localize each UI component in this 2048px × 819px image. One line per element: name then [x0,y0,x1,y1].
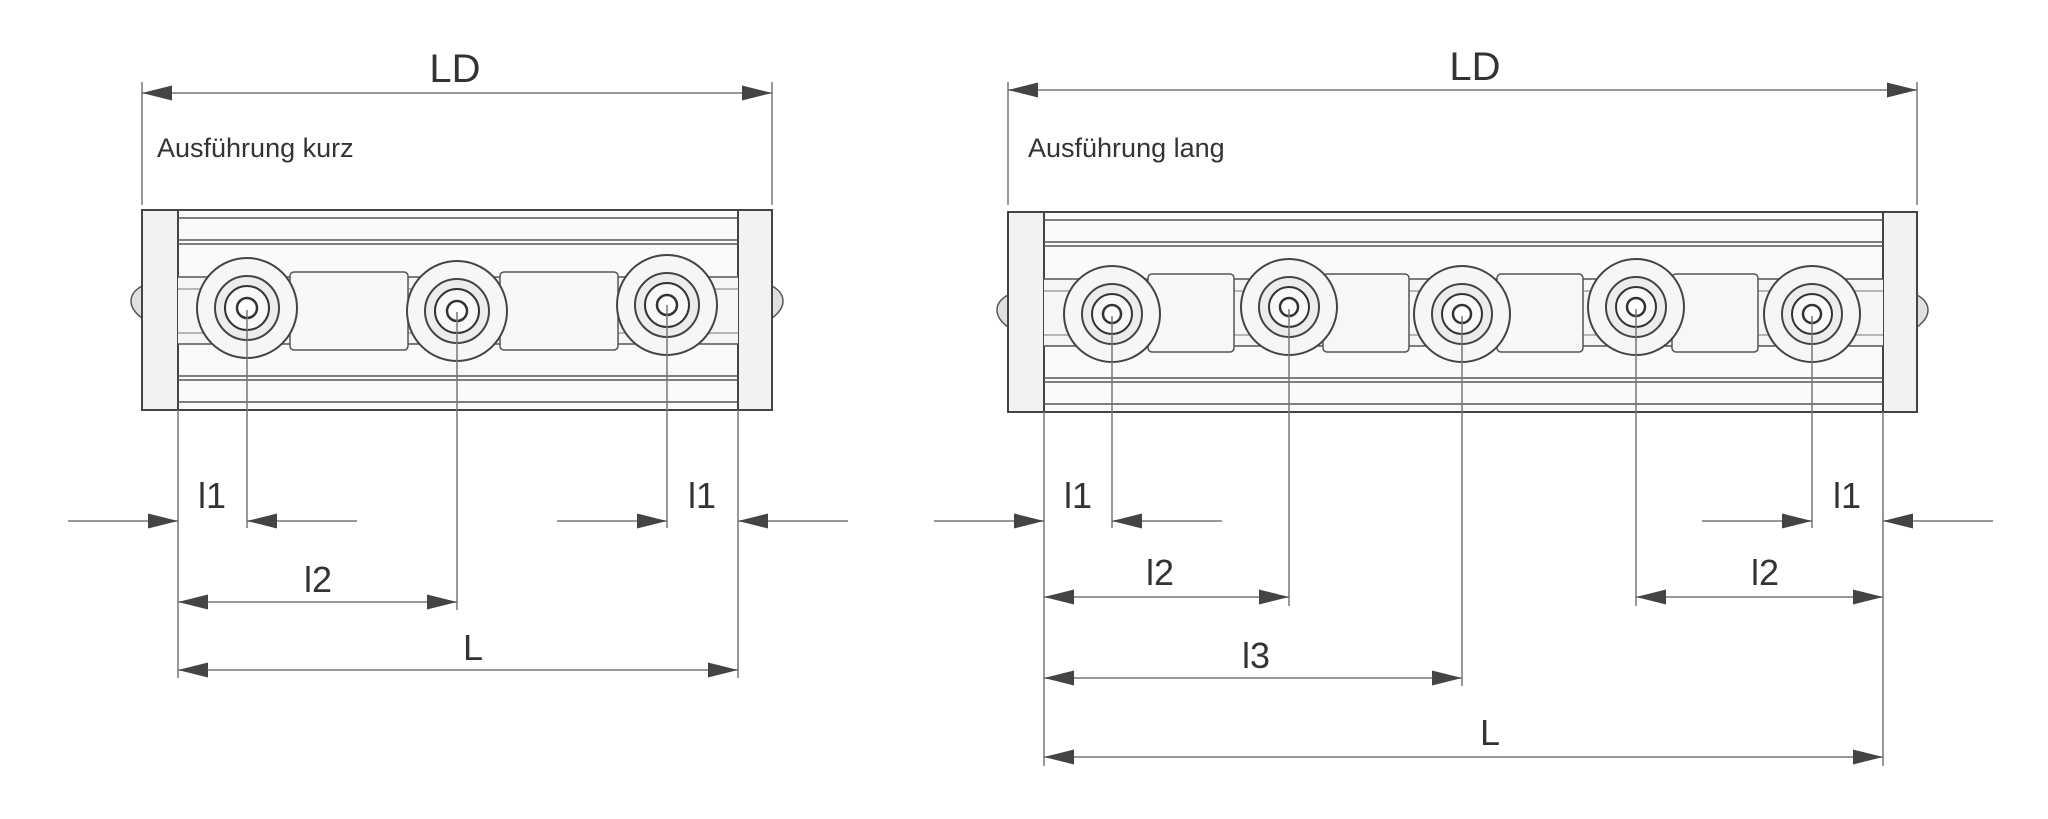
short-caption: Ausführung kurz [157,133,354,163]
long-fastener-4 [1587,258,1685,356]
long-l2-right-label: l2 [1751,552,1779,593]
short-fastener-1 [196,257,298,359]
short-version-view: LD Ausführung kurz [68,47,848,678]
short-l-label: L [463,627,483,668]
long-caption: Ausführung lang [1028,133,1225,163]
short-l1-left-label: l1 [198,475,226,516]
short-end-cap-right [737,209,773,411]
long-l3-label: l3 [1242,635,1270,676]
long-end-cap-right [1882,211,1918,413]
long-fastener-1 [1063,265,1161,363]
short-ld-label: LD [429,47,480,91]
long-version-view: LD Ausführung lang [934,45,1993,766]
long-fastener-3 [1413,265,1511,363]
long-l-label: L [1480,712,1500,753]
long-l1-right-label: l1 [1833,475,1861,516]
long-ld-label: LD [1449,45,1500,89]
short-fastener-2 [406,260,508,362]
long-end-cap-left [1007,211,1045,413]
short-end-cap-left [141,209,179,411]
short-l2-label: l2 [304,559,332,600]
long-fastener-5 [1763,265,1861,363]
long-l2-left-label: l2 [1146,552,1174,593]
short-l1-right-label: l1 [688,475,716,516]
long-l1-left-label: l1 [1064,475,1092,516]
